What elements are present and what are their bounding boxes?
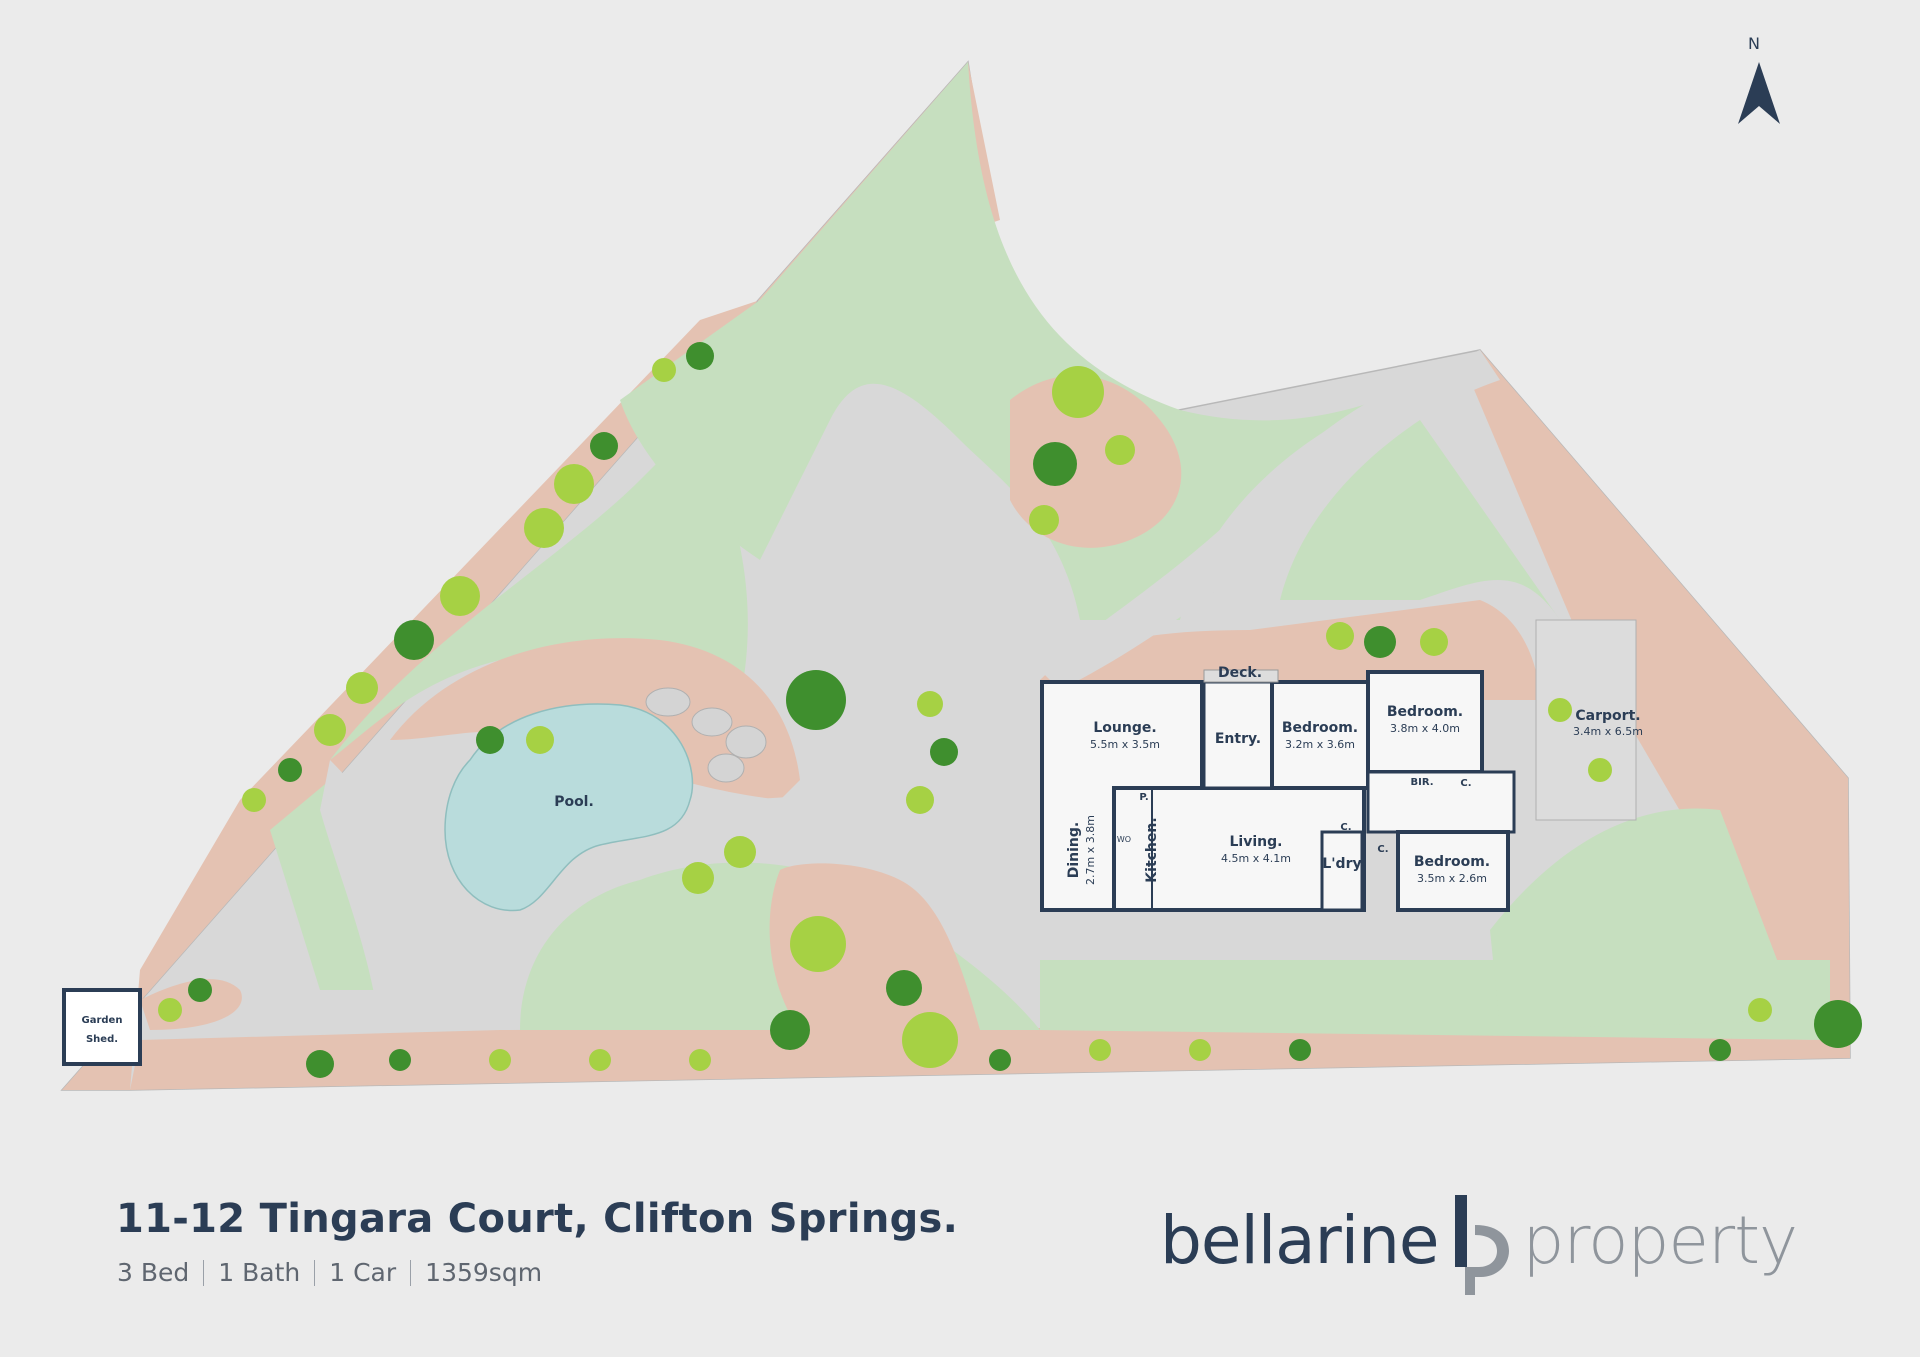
path-pool xyxy=(690,796,1050,960)
lounge-dim: 5.5m x 3.5m xyxy=(1090,738,1160,751)
entry-label: Entry. xyxy=(1215,731,1261,747)
property-title: 11-12 Tingara Court, Clifton Springs. xyxy=(116,1196,959,1242)
spec-baths: 1 Bath xyxy=(218,1258,301,1287)
lounge-label: Lounge. xyxy=(1093,720,1156,736)
lawn-northeast xyxy=(1280,420,1560,620)
deck-label: Deck. xyxy=(1218,665,1262,681)
brand-mark-icon xyxy=(1454,1195,1509,1295)
lawn-southeast xyxy=(1490,808,1800,1030)
bedroom3-dim: 3.5m x 2.6m xyxy=(1417,872,1487,885)
lawn-side-strip xyxy=(270,780,380,990)
spec-cars: 1 Car xyxy=(329,1258,397,1287)
brand-name-right: property xyxy=(1522,1201,1799,1279)
north-arrow-icon xyxy=(1738,62,1780,124)
laundry-label: L'dry. xyxy=(1322,856,1365,872)
bedroom1-label: Bedroom. xyxy=(1282,720,1358,736)
bedroom1-dim: 3.2m x 3.6m xyxy=(1285,738,1355,751)
north-label: N xyxy=(1748,34,1760,53)
pool-label: Pool. xyxy=(554,794,594,810)
spec-divider xyxy=(410,1259,412,1286)
spec-land-size: 1359sqm xyxy=(425,1258,543,1287)
kitchen-label: Kitchen. xyxy=(1144,817,1160,882)
garden-bed-north xyxy=(1010,375,1182,548)
lawn-north xyxy=(620,62,1480,620)
lawn-west xyxy=(330,420,748,760)
spec-divider xyxy=(203,1259,205,1286)
living-label: Living. xyxy=(1230,834,1283,850)
pantry-label: P. xyxy=(1139,792,1148,803)
bir-label: BIR. xyxy=(1410,777,1433,788)
garden-bed-east-border xyxy=(1470,350,1850,1058)
property-specs: 3 Bed 1 Bath 1 Car 1359sqm xyxy=(117,1258,542,1287)
closet-label-3: C. xyxy=(1377,844,1388,855)
path-pool-west xyxy=(320,760,480,1030)
garden-shed xyxy=(62,988,142,1066)
carport-dim: 3.4m x 6.5m xyxy=(1573,725,1643,738)
pool-rocks xyxy=(645,687,767,783)
garden-bed-center xyxy=(769,863,980,1030)
closet-label-2: C. xyxy=(1340,822,1351,833)
dining-dim: 2.7m x 3.8m xyxy=(1084,815,1097,885)
bedroom2-dim: 3.8m x 4.0m xyxy=(1390,722,1460,735)
brand-logo: bellarine property xyxy=(1160,1185,1810,1295)
trees xyxy=(158,342,1862,1078)
closet-label-1: C. xyxy=(1460,778,1471,789)
spec-beds: 3 Bed xyxy=(117,1258,190,1287)
wo-label: WO xyxy=(1117,835,1131,844)
living-dim: 4.5m x 4.1m xyxy=(1221,852,1291,865)
path-driveway-loop xyxy=(1040,350,1500,690)
shed-label-line2: Shed. xyxy=(86,1034,118,1045)
pool xyxy=(444,703,694,912)
house xyxy=(1040,669,1516,912)
carport xyxy=(1535,619,1637,821)
carport-label: Carport. xyxy=(1575,708,1640,724)
brand-name-left: bellarine xyxy=(1160,1201,1440,1279)
spec-divider xyxy=(314,1259,316,1286)
shed-label-line1: Garden xyxy=(82,1015,123,1026)
bedroom3-label: Bedroom. xyxy=(1414,854,1490,870)
bedroom2-label: Bedroom. xyxy=(1387,704,1463,720)
dining-label: Dining. xyxy=(1066,822,1082,879)
